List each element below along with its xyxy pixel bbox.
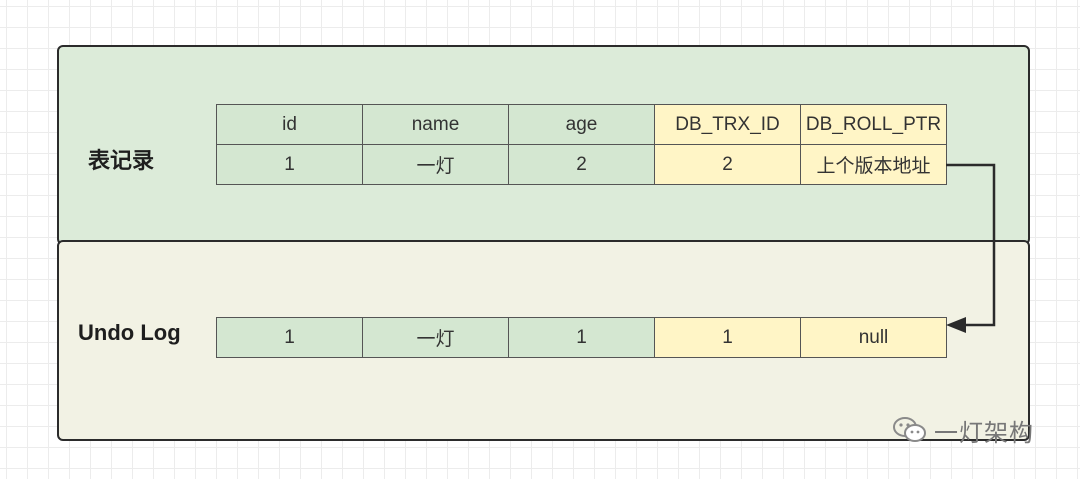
undo-cell-age: 1	[508, 317, 655, 358]
record-cell-name: 一灯	[362, 144, 509, 185]
header-age: age	[508, 104, 655, 145]
record-panel-label: 表记录	[88, 148, 155, 173]
record-cell-trx-id: 2	[654, 144, 801, 185]
header-name: name	[362, 104, 509, 145]
undo-cell-name: 一灯	[362, 317, 509, 358]
header-id: id	[216, 104, 363, 145]
undo-cell-trx-id: 1	[654, 317, 801, 358]
header-db-roll-ptr: DB_ROLL_PTR	[800, 104, 947, 145]
record-cell-id: 1	[216, 144, 363, 185]
undo-data-row: 1 一灯 1 1 null	[216, 317, 947, 358]
undo-log-table: 1 一灯 1 1 null	[216, 317, 947, 358]
undo-cell-roll-ptr: null	[800, 317, 947, 358]
watermark-text: 一灯架构	[934, 419, 1034, 447]
undo-panel-label: Undo Log	[78, 320, 181, 345]
record-data-row: 1 一灯 2 2 上个版本地址	[216, 144, 947, 185]
record-table: id name age DB_TRX_ID DB_ROLL_PTR 1 一灯 2…	[216, 104, 947, 185]
wechat-icon	[893, 417, 926, 442]
record-cell-age: 2	[508, 144, 655, 185]
record-header-row: id name age DB_TRX_ID DB_ROLL_PTR	[216, 104, 947, 145]
header-db-trx-id: DB_TRX_ID	[654, 104, 801, 145]
record-cell-roll-ptr: 上个版本地址	[800, 144, 947, 185]
watermark: 一灯架构	[892, 412, 1034, 448]
undo-cell-id: 1	[216, 317, 363, 358]
